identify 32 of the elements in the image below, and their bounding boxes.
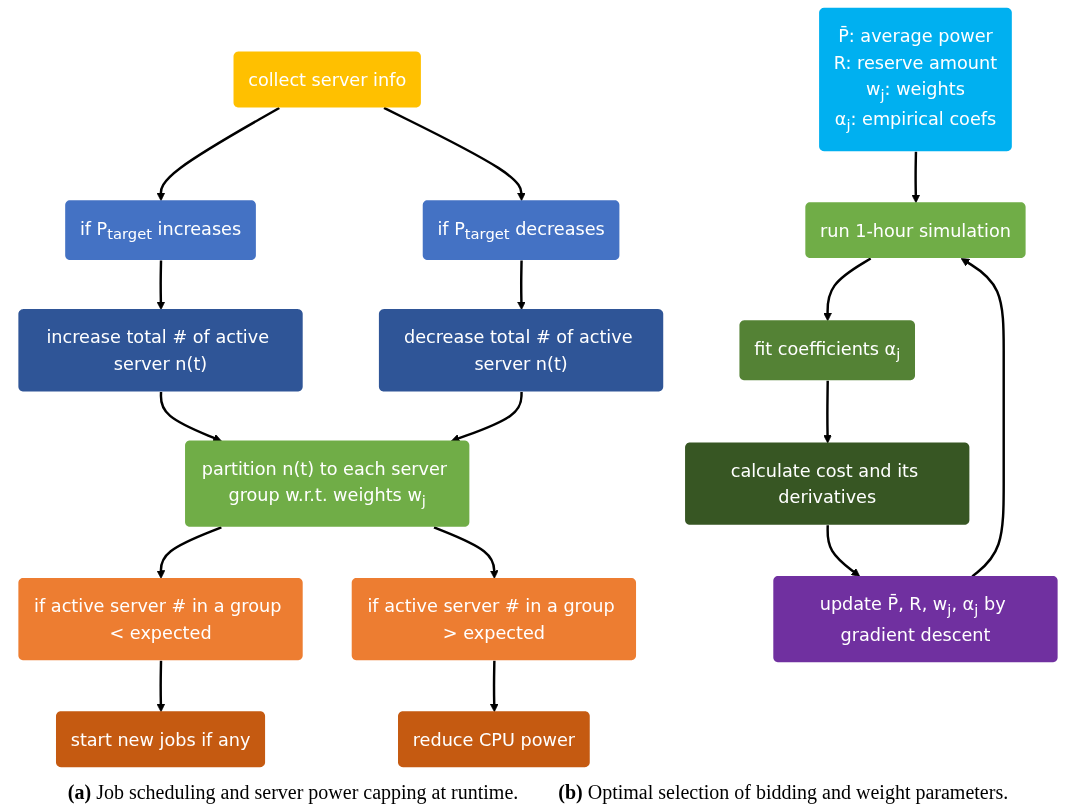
arrow [911,151,921,204]
arrow [383,106,526,202]
arrow [159,391,222,442]
node-box: partition n(t) to each server group w.r.t. weights w$_{j}$ [185,440,470,527]
node-box: update P̄, R, w$_{j}$, α$_{j}$ by gradient descent [773,575,1058,663]
node-box: decrease total # of active server n(t) [378,309,664,392]
arrow [826,525,861,577]
arrow [156,106,280,202]
node-box: reduce CPU power [398,711,590,768]
node-box: fit coefficients α$_{j}$ [739,320,915,381]
node-box: start new jobs if any [56,711,266,768]
node-box: P̄: average power R: reserve amount w$_{j}$: weights α$_{j}$: empirical coefs [819,7,1012,152]
figure-caption: (b) Optimal selection of bidding and weight parameters. [558,781,1009,804]
arrow [450,391,523,443]
node-box: if active server # in a group < expected [18,577,303,661]
node-box: calculate cost and its derivatives [685,442,970,525]
node-box: increase total # of active server n(t) [18,309,303,392]
arrow [823,257,872,322]
arrow [156,660,166,713]
node-box: if P$_{target}$ decreases [422,200,620,261]
arrow [823,380,832,444]
node-box: if P$_{target}$ increases [65,200,256,261]
arrow [489,660,499,713]
node-box: collect server info [233,51,421,108]
arrow [517,260,526,310]
figure-caption: (a) Job scheduling and server power capping at runtime. [67,781,519,804]
node-box: run 1-hour simulation [805,202,1026,259]
arrow [960,258,1005,578]
arrow [156,526,222,579]
arrow [433,526,499,579]
arrow [156,260,166,310]
node-box: if active server # in a group > expected [351,577,637,661]
